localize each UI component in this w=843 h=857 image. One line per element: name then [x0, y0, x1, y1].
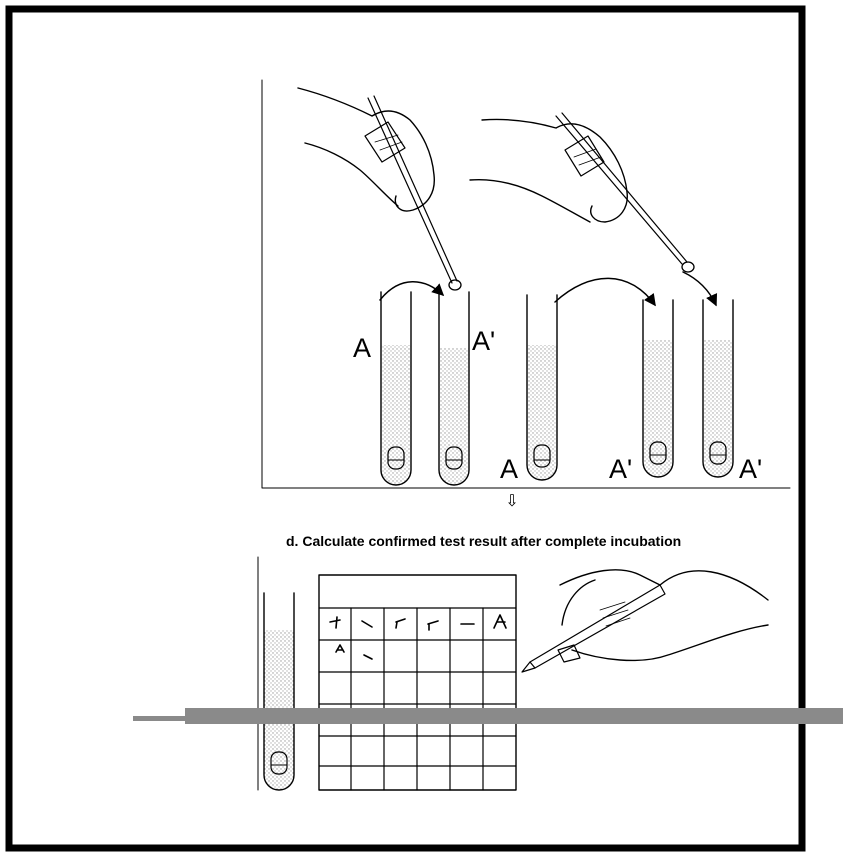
- transfer-arrows: [380, 272, 716, 305]
- tube-label: A': [609, 454, 632, 484]
- hand-with-pen-icon: [522, 570, 768, 672]
- scan-bar: [185, 708, 843, 724]
- test-tube-icon: [381, 292, 411, 485]
- test-tube-icon: [264, 593, 294, 790]
- tube-label: A': [739, 454, 762, 484]
- tally-sheet-icon: [319, 575, 516, 790]
- test-tube-icon: [703, 300, 733, 477]
- tally-marks: [330, 615, 506, 659]
- scan-bar: [133, 716, 185, 721]
- hand-with-loop-icon: [298, 88, 461, 290]
- tube-label: A: [500, 454, 518, 484]
- tube-label: A: [353, 333, 371, 363]
- test-tube-icon: [527, 295, 557, 480]
- down-arrow-icon: ⇩: [505, 491, 518, 510]
- test-tube-icon: [439, 292, 469, 485]
- step-caption: d. Calculate confirmed test result after…: [286, 533, 681, 549]
- tube-label: A': [472, 326, 495, 356]
- test-tube-icon: [643, 300, 673, 477]
- subculture-panel: A A' A A' A': [262, 80, 790, 488]
- result-panel: [258, 557, 768, 790]
- hand-with-loop-icon: [470, 113, 694, 272]
